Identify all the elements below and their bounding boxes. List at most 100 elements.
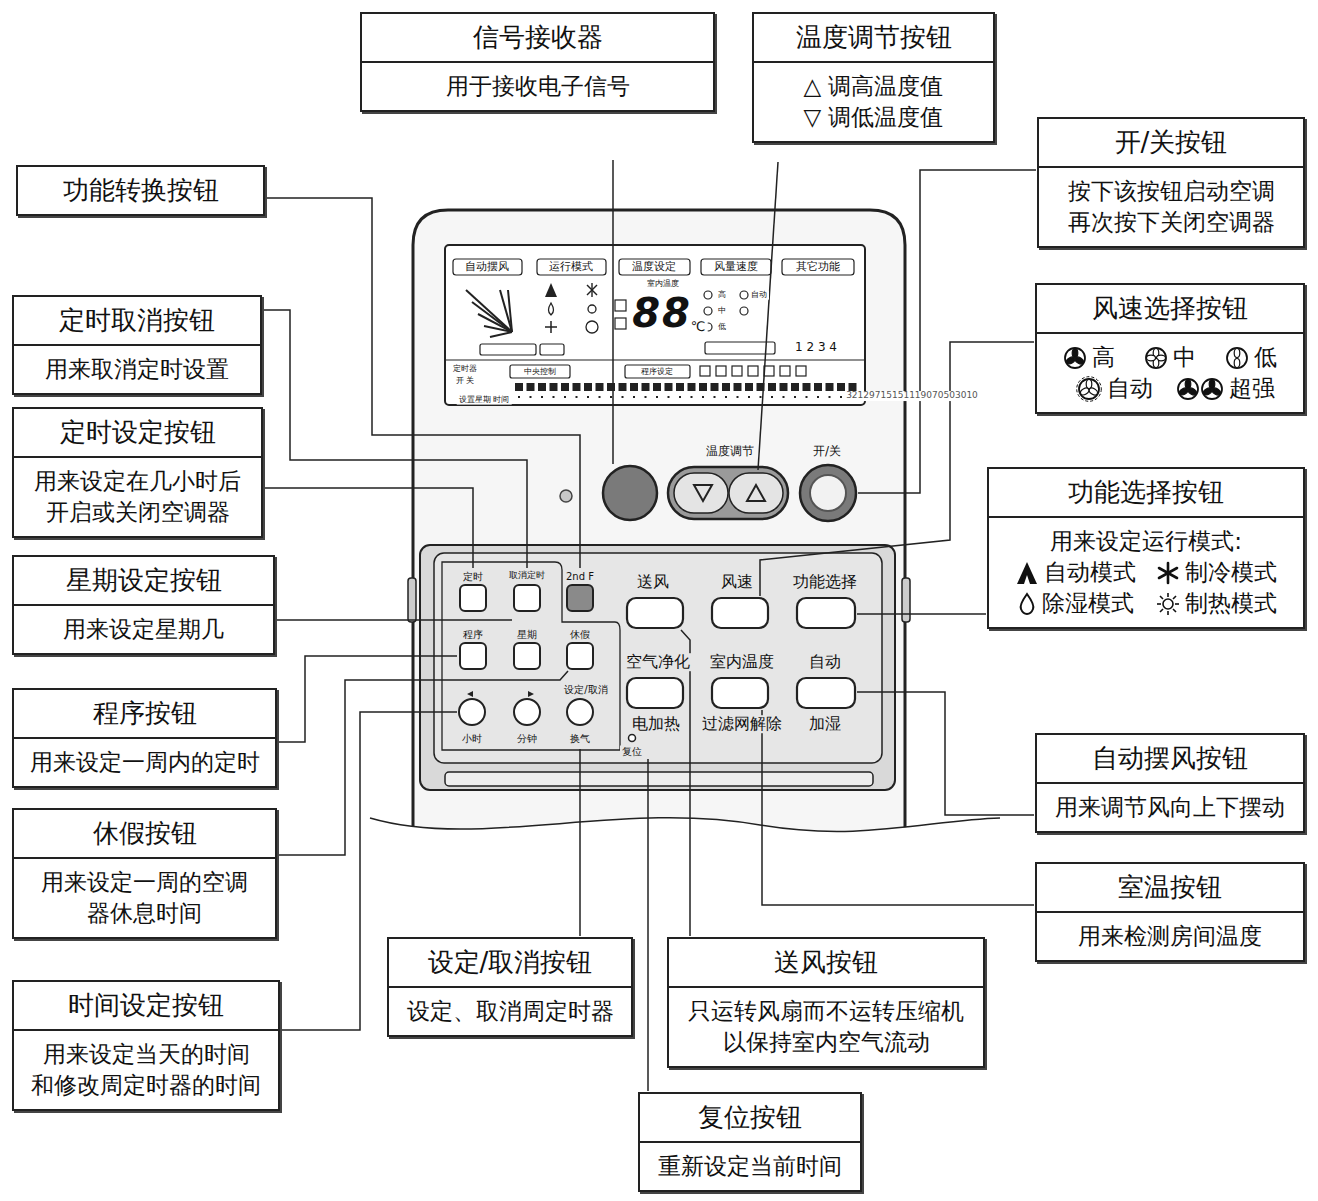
drawing-rect <box>826 383 834 391</box>
drawing-rect <box>771 396 773 398</box>
callout-text: 中 <box>1173 342 1196 373</box>
drawing-rect <box>619 383 627 391</box>
drawing-rect <box>699 383 707 391</box>
drawing-line <box>1160 596 1163 599</box>
device-label: 温度设定 <box>630 261 678 273</box>
drawing-line <box>466 290 512 332</box>
drawing-line <box>591 283 592 297</box>
callout-body: 设定、取消周定时器 <box>389 988 631 1035</box>
device-label: 自动摆风 <box>463 261 511 273</box>
power-button-face <box>810 475 846 511</box>
drawing-line <box>1159 568 1177 578</box>
body-item: ▽ 调低温度值 <box>764 102 983 133</box>
drawing-rect <box>701 259 771 275</box>
drawing-ellipse <box>1178 387 1189 396</box>
drawing-ellipse <box>1234 348 1240 357</box>
device-label: 送风 <box>635 573 671 591</box>
callout-text: 用来调节风向上下摆动 <box>1055 792 1285 823</box>
callout-heading: 定时取消按钮 <box>14 297 260 346</box>
lcd-mode-icons <box>545 283 598 333</box>
body-item: 自动模式 <box>1005 557 1146 588</box>
fan-high-icon <box>1063 346 1087 370</box>
drawing-rect <box>745 383 753 391</box>
body-item: 重新设定当前时间 <box>650 1151 850 1182</box>
drawing-circle <box>740 307 748 315</box>
drawing-circle <box>567 699 593 725</box>
device-label: 自动 <box>807 653 843 671</box>
device-label: 风量速度 <box>712 261 760 273</box>
drawing-rect <box>645 396 647 398</box>
drawing-ellipse <box>1088 387 1099 396</box>
drawing-polyline <box>647 759 649 1091</box>
drawing-rect <box>561 383 569 391</box>
lcd <box>445 245 865 405</box>
callout-heading: 开/关按钮 <box>1039 119 1303 168</box>
drawing-rect <box>712 598 768 628</box>
device-label: 其它功能 <box>794 261 842 273</box>
housing <box>413 210 905 835</box>
cut-mask <box>370 818 1000 850</box>
drawing-rect <box>527 383 535 391</box>
lcd-small-boxes <box>480 291 806 378</box>
drawing-rect <box>725 396 727 398</box>
callout-text: 自动模式 <box>1044 557 1136 588</box>
drawing-circle <box>1178 379 1198 399</box>
drawing-rect <box>656 396 658 398</box>
drawing-rect <box>610 396 612 398</box>
drawing-rect <box>700 366 710 376</box>
callout-body: 重新设定当前时间 <box>640 1143 860 1190</box>
side-tab <box>408 578 416 622</box>
callout-body: 用来检测房间温度 <box>1037 913 1303 960</box>
drawing-rect <box>619 259 690 275</box>
lcd-divider <box>445 359 865 360</box>
drawing-rect <box>540 344 564 355</box>
body-item: 用来设定一周内的定时 <box>24 747 265 778</box>
body-item: 用来取消定时设置 <box>24 354 250 385</box>
break-line <box>370 818 1000 832</box>
callout-heading: 自动摆风按钮 <box>1037 735 1303 784</box>
drawing-line <box>1175 603 1179 605</box>
drawing-circle <box>1163 599 1173 609</box>
drawing-ellipse <box>1080 387 1091 396</box>
drawing-rect <box>573 383 581 391</box>
callout-text: 制冷模式 <box>1185 557 1277 588</box>
callout-text: ▽ 调低温度值 <box>804 102 944 133</box>
drawing-rect <box>688 383 696 391</box>
drawing-rect <box>829 396 831 398</box>
down-triangle <box>694 485 712 501</box>
drawing-rect <box>840 396 842 398</box>
drawing-rect <box>460 585 486 611</box>
drawing-rect <box>760 396 762 398</box>
drawing-rect <box>797 678 855 708</box>
callout-heading: 温度调节按钮 <box>754 14 993 63</box>
heat-mode-icon <box>1156 592 1180 616</box>
drawing-rect <box>737 396 739 398</box>
drawing-rect <box>627 598 683 628</box>
callout-text: 按下该按钮启动空调 再次按下关闭空调器 <box>1049 176 1293 238</box>
device-label: 复位 <box>620 746 644 757</box>
watermark: 32129715151119070503010 <box>844 391 980 401</box>
dry-mode-icon <box>1017 592 1037 616</box>
device-label: 加湿 <box>807 715 843 733</box>
drawing-rect <box>780 366 790 376</box>
body-item: 中 <box>1129 342 1210 373</box>
callout-text: 只运转风扇而不运转压缩机 以保持室内空气流动 <box>679 996 973 1058</box>
callout-text: 用来设定在几小时后 开启或关闭空调器 <box>24 466 251 528</box>
body-item: 按下该按钮启动空调 再次按下关闭空调器 <box>1049 176 1293 238</box>
body-item: 用来设定星期几 <box>24 614 263 645</box>
drawing-rect <box>567 585 593 611</box>
drawing-rect <box>780 383 788 391</box>
callout-box: 室温按钮用来检测房间温度 <box>1035 862 1305 962</box>
device-label: 空气净化 <box>624 653 692 671</box>
signal-receiver <box>603 466 657 520</box>
device-label: 设定/取消 <box>562 684 609 695</box>
callout-body: 用于接收电子信号 <box>362 63 713 110</box>
callout-body: 用来设定运行模式:自动模式制冷模式除湿模式制热模式 <box>989 518 1303 627</box>
device-label: 休假 <box>568 629 592 640</box>
temp-down-key <box>674 473 728 513</box>
drawing-rect <box>587 396 589 398</box>
drawing-ellipse <box>1202 387 1213 396</box>
drawing-ellipse <box>1187 387 1198 396</box>
drawing-g <box>1157 593 1179 615</box>
cover-hinge <box>445 772 873 786</box>
